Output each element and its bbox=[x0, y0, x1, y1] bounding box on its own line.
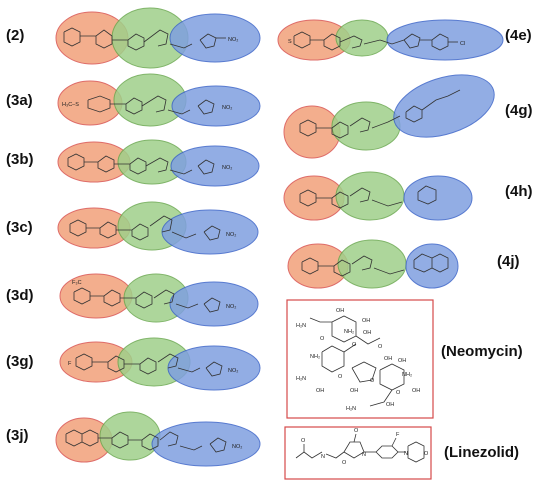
compound-3c: (3c) NO₂ bbox=[6, 201, 259, 255]
compound-label: (4j) bbox=[497, 253, 520, 270]
atom-label: O bbox=[396, 390, 401, 396]
region-green bbox=[99, 411, 161, 461]
structure-sketch bbox=[293, 31, 458, 51]
atom-label: O bbox=[320, 336, 325, 342]
linezolid-panel: O F O N N N O O (Linezolid) bbox=[284, 426, 519, 480]
atom-label: O bbox=[352, 342, 357, 348]
compound-label: (3c) bbox=[6, 219, 33, 236]
compound-3j: (3j) NO₂ bbox=[6, 411, 261, 467]
atom-label: OH bbox=[363, 330, 371, 336]
atom-label: F bbox=[396, 432, 400, 438]
atom-label: O bbox=[338, 374, 343, 380]
compound-4h: (4h) bbox=[283, 171, 533, 221]
compound-label: (4g) bbox=[505, 102, 533, 119]
atom-label: O bbox=[378, 344, 383, 350]
structure-sketch bbox=[69, 215, 221, 241]
linezolid-structure bbox=[295, 433, 425, 463]
nitro-group: NO₂ bbox=[232, 444, 242, 450]
compound-3g: (3g) F NO₂ bbox=[6, 337, 261, 391]
nitro-group: NO₂ bbox=[228, 368, 238, 374]
region-blue bbox=[169, 13, 261, 63]
region-green bbox=[335, 19, 389, 57]
atom-label: NH₂ bbox=[344, 329, 354, 335]
fluoro-substituent: F bbox=[68, 361, 72, 367]
structure-sketch bbox=[73, 287, 221, 313]
structure-sketch bbox=[87, 95, 215, 115]
nitro-group: NO₂ bbox=[226, 304, 236, 310]
methylsulfonyl-group: H₃C–S bbox=[62, 102, 79, 108]
structure-sketch bbox=[299, 185, 437, 209]
neomycin-box bbox=[286, 299, 434, 419]
region-blue bbox=[393, 74, 495, 138]
compound-4e: (4e) S Cl bbox=[277, 19, 532, 61]
compound-label: (3b) bbox=[6, 151, 34, 168]
nitro-group: NO₂ bbox=[222, 165, 232, 171]
structure-sketch bbox=[75, 353, 223, 377]
compound-label: (2) bbox=[6, 27, 24, 44]
region-green bbox=[337, 239, 407, 289]
chloro-substituent: Cl bbox=[460, 41, 465, 47]
atom-label: H₂N bbox=[296, 376, 306, 382]
atom-label: OH bbox=[316, 388, 324, 394]
nitro-group: NO₂ bbox=[226, 232, 236, 238]
region-blue bbox=[167, 345, 261, 391]
atom-label: OH bbox=[384, 356, 392, 362]
atom-label: N bbox=[362, 452, 366, 458]
atom-label: O bbox=[370, 378, 375, 384]
linezolid-label: (Linezolid) bbox=[444, 444, 519, 461]
compound-4j: (4j) bbox=[287, 239, 520, 289]
region-blue bbox=[171, 85, 261, 127]
compound-label: (3d) bbox=[6, 287, 34, 304]
atom-label: OH bbox=[362, 318, 370, 324]
compound-4g: (4g) bbox=[283, 74, 533, 159]
atom-label: N bbox=[404, 451, 408, 457]
structure-sketch bbox=[299, 89, 461, 139]
compound-3a: (3a) H₃C–S NO₂ bbox=[6, 73, 261, 127]
structure-sketch bbox=[63, 27, 226, 51]
region-blue bbox=[386, 19, 504, 61]
compound-2: (2) NO₂ bbox=[6, 7, 261, 69]
trifluoromethyl-group: F₃C bbox=[72, 280, 82, 286]
neomycin-panel: OH OH H₂N NH₂ OH O O O OH OH NH₂ H₂N OH … bbox=[286, 299, 523, 419]
compound-3d: (3d) F₃C NO₂ bbox=[6, 273, 259, 327]
atom-label: OH bbox=[412, 388, 420, 394]
region-orange bbox=[283, 175, 345, 221]
atom-label: OH bbox=[398, 358, 406, 364]
atom-label: H₂N bbox=[346, 406, 356, 412]
linezolid-box bbox=[284, 426, 432, 480]
structure-sketch bbox=[67, 153, 215, 175]
atom-label: NH₂ bbox=[402, 372, 412, 378]
compound-label: (4h) bbox=[505, 183, 533, 200]
atom-label: OH bbox=[386, 402, 394, 408]
atom-label: O bbox=[301, 438, 306, 444]
atom-label: O bbox=[354, 428, 359, 434]
atom-label: NH₂ bbox=[310, 354, 320, 360]
compound-label: (3j) bbox=[6, 427, 29, 444]
nitro-group: NO₂ bbox=[222, 105, 232, 111]
atom-label: OH bbox=[350, 388, 358, 394]
region-green bbox=[335, 171, 405, 221]
atom-label: OH bbox=[336, 308, 344, 314]
thiomorpholine-sulfur: S bbox=[288, 39, 292, 45]
compound-3b: (3b) NO₂ bbox=[6, 139, 260, 187]
atom-label: O bbox=[342, 460, 347, 466]
neomycin-structure bbox=[309, 315, 405, 407]
structure-sketch bbox=[65, 429, 227, 453]
neomycin-label: (Neomycin) bbox=[441, 343, 523, 360]
region-blue bbox=[161, 209, 259, 255]
region-green bbox=[331, 101, 401, 151]
compound-label: (4e) bbox=[505, 27, 532, 44]
structure-sketch bbox=[301, 253, 449, 277]
region-blue bbox=[151, 421, 261, 467]
region-blue bbox=[169, 281, 259, 327]
atom-label: H₂N bbox=[296, 323, 306, 329]
region-blue bbox=[170, 145, 260, 187]
atom-label: N bbox=[321, 454, 325, 460]
atom-label: O bbox=[424, 451, 429, 457]
nitro-group: NO₂ bbox=[228, 37, 238, 43]
compound-label: (3g) bbox=[6, 353, 34, 370]
region-blue bbox=[403, 175, 473, 221]
compound-label: (3a) bbox=[6, 92, 33, 109]
